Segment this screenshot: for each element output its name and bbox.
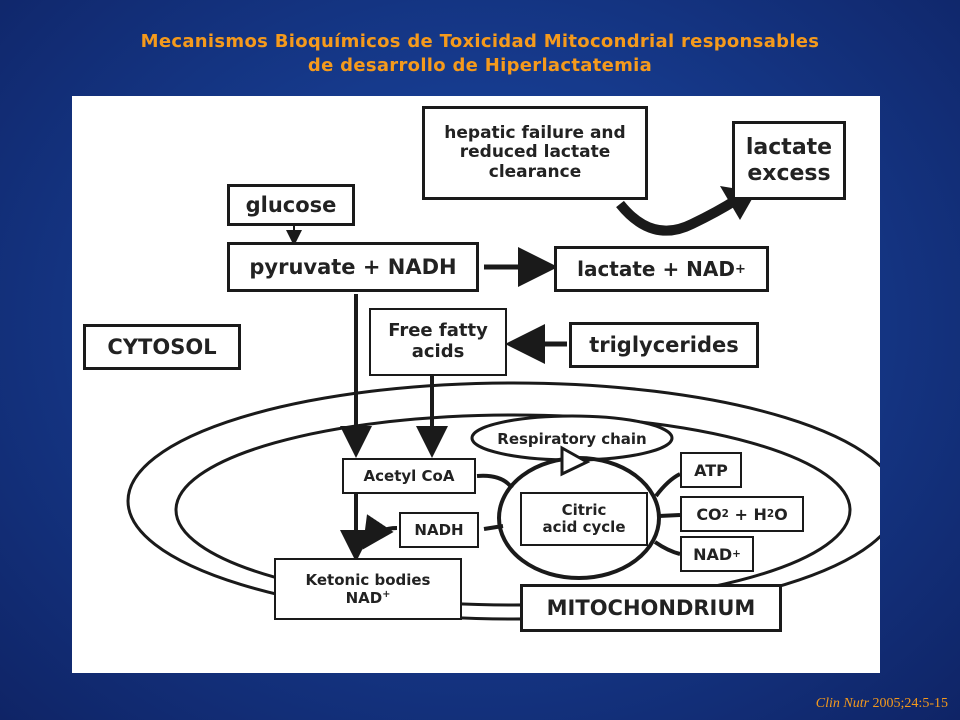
ketonic-bodies-label: Ketonic bodies xyxy=(305,571,431,589)
inner-membrane xyxy=(174,413,852,607)
diagram-graphics xyxy=(126,186,880,621)
citric-acid-cycle-box: Citric acid cycle xyxy=(520,492,648,546)
curved-arrow-hepatic-lactate xyxy=(616,195,739,236)
co2-sub: 2 xyxy=(721,508,729,520)
link-cycle-atp xyxy=(654,472,681,498)
link-cycle-co2 xyxy=(658,513,681,518)
citation: Clin Nutr 2005;24:5-15 xyxy=(816,696,948,712)
triglycerides-box: triglycerides xyxy=(569,322,759,368)
lactate-nad-plus: + xyxy=(734,261,746,277)
h2o-sub: 2 xyxy=(766,508,775,520)
atp-box: ATP xyxy=(680,452,742,488)
pyruvate-nadh-box: pyruvate + NADH xyxy=(227,242,479,292)
citation-ref: 2005;24:5-15 xyxy=(872,696,948,711)
nad-plus-label: NAD xyxy=(693,544,733,564)
link-cycle-nad xyxy=(653,540,681,556)
free-fatty-acids-box: Free fatty acids xyxy=(369,308,507,376)
citation-journal: Clin Nutr xyxy=(815,696,870,711)
lactate-excess-box: lactate excess xyxy=(732,121,846,200)
mitochondrium-box: MITOCHONDRIUM xyxy=(520,584,782,632)
diagram-panel: hepatic failure and reduced lactate clea… xyxy=(72,96,880,673)
h2o-text: + H xyxy=(728,504,767,524)
ketonic-bodies-box: Ketonic bodies NAD+ xyxy=(274,558,462,620)
cytosol-box: CYTOSOL xyxy=(83,324,241,370)
glucose-box: glucose xyxy=(227,184,355,226)
acetyl-coa-box: Acetyl CoA xyxy=(342,458,476,494)
title-line-2: de desarrollo de Hiperlactatemia xyxy=(307,55,653,76)
lactate-nad-box: lactate + NAD+ xyxy=(554,246,769,292)
hepatic-failure-box: hepatic failure and reduced lactate clea… xyxy=(422,106,648,200)
co2-text: CO xyxy=(696,504,722,524)
title-line-1: Mecanismos Bioquímicos de Toxicidad Mito… xyxy=(140,31,820,52)
nadh-box: NADH xyxy=(399,512,479,548)
respiratory-chain-label: Respiratory chain xyxy=(497,430,647,448)
slide-title: Mecanismos Bioquímicos de Toxicidad Mito… xyxy=(0,30,960,78)
respiratory-chain-pointer xyxy=(560,445,591,477)
link-cycle-nadh xyxy=(483,524,504,531)
ketonic-nad-line: NAD+ xyxy=(346,589,391,607)
ketonic-nad-label: NAD xyxy=(345,589,383,607)
h2o-o-text: O xyxy=(774,504,788,524)
ketonic-nad-plus: + xyxy=(382,589,391,600)
lactate-nad-label: lactate + NAD xyxy=(577,257,735,281)
nad-plus-sign: + xyxy=(732,548,741,560)
nad-plus-box: NAD+ xyxy=(680,536,754,572)
link-acetylcoa-cycle xyxy=(476,473,514,490)
outer-membrane xyxy=(126,381,880,621)
arrow-nadh-ketonic xyxy=(362,514,398,550)
